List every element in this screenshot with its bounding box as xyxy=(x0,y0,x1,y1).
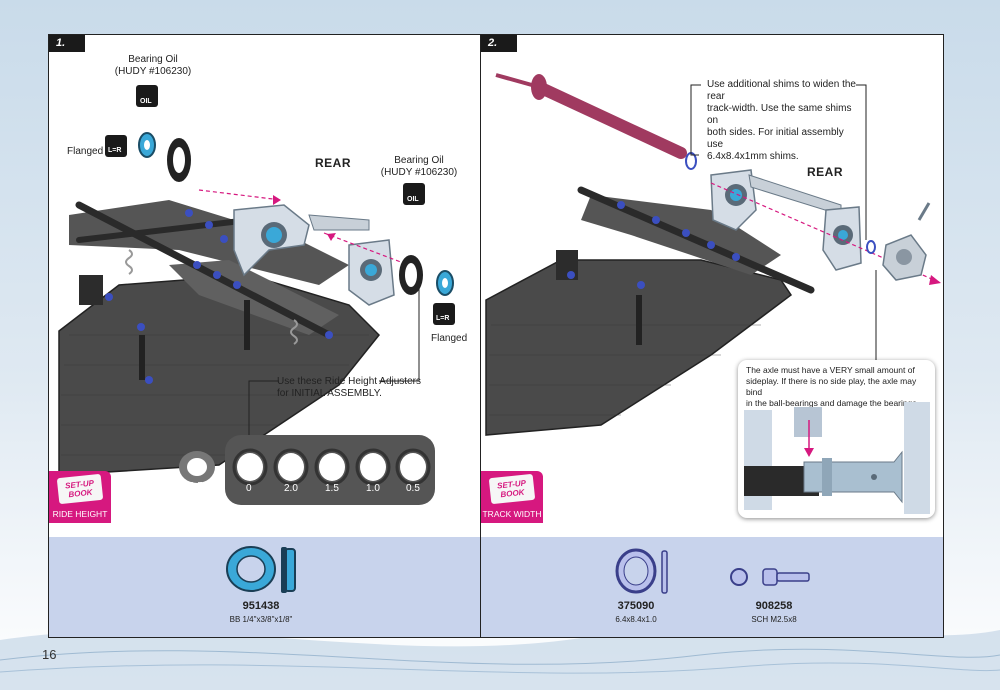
adjusters-note-line2: for INITIAL ASSEMBLY. xyxy=(277,388,382,399)
left-right-icon-right: L=R xyxy=(436,315,450,322)
adjuster-label: 2.0 xyxy=(284,483,298,494)
rear-label: REAR xyxy=(807,165,844,179)
oil-note-top-line2: (HUDY #106230) xyxy=(114,66,192,77)
part-description: SCH M2.5x8 xyxy=(751,615,797,624)
shim-note-line: track-width. Use the same shims on xyxy=(707,103,852,126)
shim-note: Use additional shims to widen the rear t… xyxy=(707,79,857,163)
adjusters-note-line1: Use these Ride Height Adjusters xyxy=(277,376,421,387)
parts-footer: 951438 BB 1/4"x3/8"x1/8" xyxy=(49,537,511,637)
part-number: 951438 xyxy=(242,600,280,612)
axle-note-line: The axle must have a VERY small amount o… xyxy=(746,365,915,375)
adjuster-label: 0.5 xyxy=(406,483,420,494)
oil-icon-right: OIL xyxy=(407,196,419,203)
step-number: 1. xyxy=(49,35,85,52)
oil-note-top-line1: Bearing Oil xyxy=(128,54,178,65)
axle-sideplay-note: The axle must have a VERY small amount o… xyxy=(738,360,935,518)
setup-book-badge[interactable]: SET-UP BOOK RIDE HEIGHT xyxy=(49,471,111,523)
axle-note-line: in the ball-bearings and damage the bear… xyxy=(746,398,919,408)
step-number: 2. xyxy=(481,35,517,52)
oil-note-right-line1: Bearing Oil xyxy=(394,155,444,166)
step-2-panel: 2. Use additional shims t xyxy=(480,34,944,638)
step-1-panel: 1. xyxy=(48,34,512,638)
adjuster-label: 1.0 xyxy=(366,483,380,494)
adjuster-label: 0 xyxy=(246,483,252,494)
setup-book-icon: SET-UP BOOK xyxy=(488,473,536,505)
rear-axle-assembly-illustration xyxy=(485,73,942,436)
oil-note-right-line2: (HUDY #106230) xyxy=(380,167,458,178)
setup-book-badge[interactable]: SET-UP BOOK TRACK WIDTH xyxy=(481,471,543,523)
shim-note-line: 6.4x8.4x1mm shims. xyxy=(707,151,799,162)
parts-footer: 375090 6.4x8.4x1.0 908258 SCH M2.5x8 xyxy=(481,537,943,637)
shim-note-line: Use additional shims to widen the rear xyxy=(707,79,856,102)
rear-label: REAR xyxy=(315,156,352,170)
adjuster-label: 2.5 xyxy=(189,481,203,492)
axle-note-line: sideplay. If there is no side play, the … xyxy=(746,376,917,397)
oil-icon: OIL xyxy=(140,98,152,105)
flanged-label-right: Flanged xyxy=(431,333,468,344)
oil-note-right: Bearing Oil (HUDY #106230) xyxy=(379,155,459,179)
part-number: 375090 xyxy=(617,600,655,612)
axle-note-text: The axle must have a VERY small amount o… xyxy=(746,365,931,409)
adjuster-label: 1.5 xyxy=(325,483,339,494)
part-description: BB 1/4"x3/8"x1/8" xyxy=(229,615,293,624)
shim-note-line: both sides. For initial assembly use xyxy=(707,127,844,150)
part-description: 6.4x8.4x1.0 xyxy=(615,615,657,624)
bearing-part-icon xyxy=(226,546,296,593)
rear-bearing-assembly-illustration xyxy=(58,85,455,505)
setup-book-caption: TRACK WIDTH xyxy=(482,509,542,519)
flanged-label-left: Flanged xyxy=(67,146,104,157)
background-wave xyxy=(0,624,1000,690)
parts-icons xyxy=(615,548,810,594)
left-right-icon: L=R xyxy=(108,147,122,154)
axle-detail-illustration xyxy=(744,402,930,514)
setup-book-icon: SET-UP BOOK xyxy=(56,473,104,505)
setup-book-caption: RIDE HEIGHT xyxy=(52,509,108,519)
adjusters-note: Use these Ride Height Adjusters for INIT… xyxy=(277,376,421,400)
oil-note-top: Bearing Oil (HUDY #106230) xyxy=(113,54,193,78)
page-number: 16 xyxy=(42,647,57,662)
part-number: 908258 xyxy=(755,600,793,612)
